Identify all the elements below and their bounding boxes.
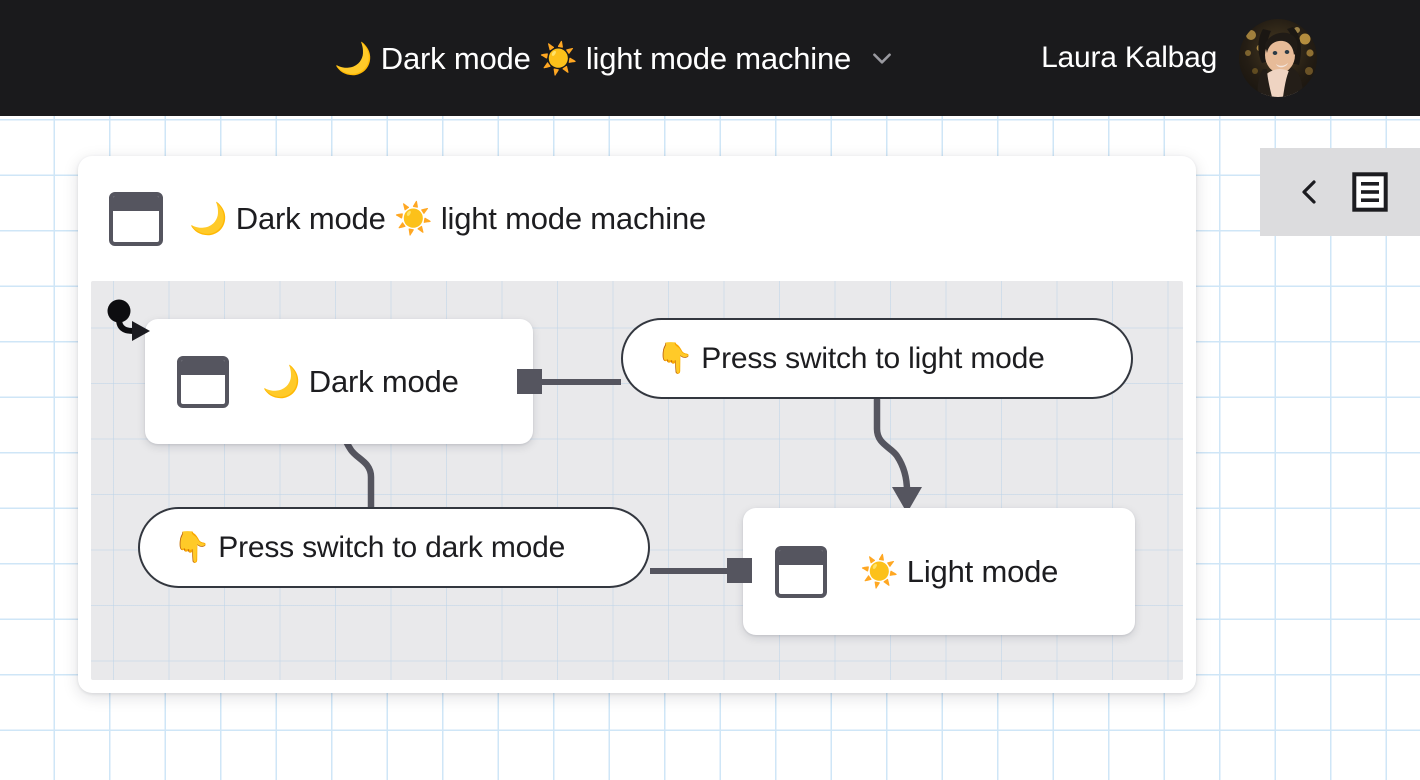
machine-card-body[interactable]: 🌙 Dark mode ☀️ Light mode �: [91, 281, 1183, 680]
machine-title: 🌙 Dark mode ☀️ light mode machine: [334, 40, 852, 76]
transition-to-dark-mode[interactable]: 👇 Press switch to dark mode: [138, 507, 650, 588]
state-node-icon: [109, 191, 163, 246]
state-node-icon: [145, 355, 229, 408]
user-name: Laura Kalbag: [1041, 41, 1218, 74]
transition-to-light-mode[interactable]: 👇 Press switch to light mode: [621, 318, 1133, 399]
transition-port-light-in[interactable]: [727, 558, 752, 583]
transition-label: 👇 Press switch to dark mode: [173, 531, 566, 564]
avatar[interactable]: [1239, 19, 1318, 97]
top-bar-inner: 🌙 Dark mode ☀️ light mode machine Laura …: [0, 0, 1420, 116]
machine-card-title: 🌙 Dark mode ☀️ light mode machine: [189, 201, 707, 236]
top-bar: 🌙 Dark mode ☀️ light mode machine Laura …: [0, 0, 1420, 116]
machine-selector[interactable]: 🌙 Dark mode ☀️ light mode machine: [334, 40, 895, 77]
chevron-left-icon[interactable]: [1291, 173, 1329, 211]
chevron-down-icon[interactable]: [869, 45, 895, 71]
transition-label: 👇 Press switch to light mode: [656, 342, 1045, 375]
machine-card-header[interactable]: 🌙 Dark mode ☀️ light mode machine: [78, 156, 1196, 281]
side-panel-toggle: [1260, 148, 1420, 236]
state-node-label: 🌙 Dark mode: [262, 364, 459, 399]
editor-canvas[interactable]: 🌙 Dark mode ☀️ light mode machine: [0, 116, 1420, 780]
user-area[interactable]: Laura Kalbag: [1041, 19, 1318, 97]
machine-card[interactable]: 🌙 Dark mode ☀️ light mode machine: [78, 156, 1196, 693]
state-node-light-mode[interactable]: ☀️ Light mode: [743, 508, 1135, 635]
hamburger-menu-icon[interactable]: [1351, 172, 1389, 212]
transition-port-dark-out[interactable]: [517, 369, 542, 394]
state-node-dark-mode[interactable]: 🌙 Dark mode: [145, 319, 533, 444]
initial-state-marker: [106, 299, 158, 351]
state-node-icon: [743, 545, 827, 598]
state-node-label: ☀️ Light mode: [860, 554, 1059, 589]
